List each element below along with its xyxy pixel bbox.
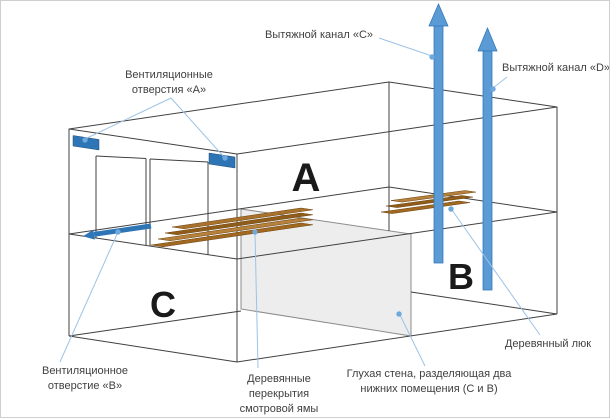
label-blind-wall: Глухая стена, разделяющая два нижних пом…	[347, 367, 512, 397]
label-blind-wall-line1: Глухая стена, разделяющая два	[346, 368, 512, 380]
wooden-hatch	[380, 190, 477, 214]
label-vent-b-line1: Вентиляционное	[41, 365, 129, 377]
label-pit-planks: Деревянные перекрытия смотровой ямы	[240, 372, 319, 417]
duct-c-arrow	[428, 3, 449, 264]
room-a-letter: A	[292, 156, 321, 200]
label-vents-a: Вентиляционные отверстия «А»	[125, 68, 213, 98]
room-b-letter: B	[448, 256, 474, 297]
label-vents-a-line2: отверстия «А»	[131, 84, 207, 96]
label-duct-c-text: Вытяжной канал «С»	[264, 29, 374, 41]
building-wireframe	[68, 81, 558, 363]
pointer-dots	[82, 54, 496, 317]
label-duct-d-text: Вытяжной канал «D»	[501, 62, 610, 74]
pit-planks	[150, 207, 314, 248]
label-vent-b: Вентиляционное отверстие «В»	[42, 364, 128, 394]
label-vents-a-line1: Вентиляционные	[125, 69, 213, 81]
label-blind-wall-line2: нижних помещения (С и В)	[360, 383, 498, 395]
label-vent-b-line2: отверстие «В»	[47, 380, 123, 392]
label-duct-c: Вытяжной канал «С»	[265, 28, 373, 43]
pointer-lines	[59, 37, 541, 369]
label-hatch: Деревянный люк	[505, 337, 591, 352]
label-pit-planks-line2: перекрытия	[248, 388, 310, 400]
label-hatch-text: Деревянный люк	[504, 338, 592, 350]
duct-d-arrow	[477, 27, 498, 291]
label-pit-planks-line3: смотровой ямы	[239, 403, 319, 415]
vent-b-arrow	[83, 223, 152, 240]
label-pit-planks-line1: Деревянные	[247, 373, 311, 385]
vent-a-left	[72, 135, 100, 151]
room-c-letter: C	[150, 284, 176, 325]
label-duct-d: Вытяжной канал «D»	[501, 61, 610, 76]
